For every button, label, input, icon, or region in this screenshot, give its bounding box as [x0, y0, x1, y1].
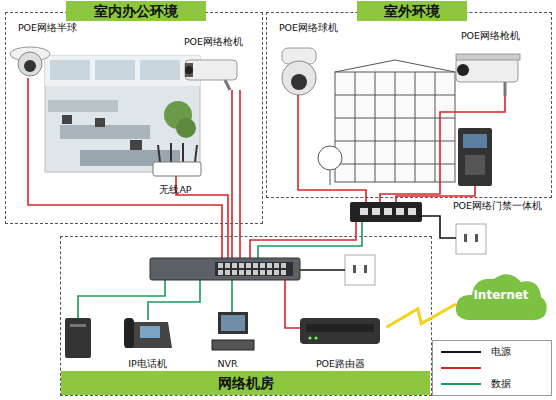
network-switch: [150, 258, 300, 280]
device-node: POE路由器: [295, 305, 387, 370]
bullet-camera: [456, 54, 520, 96]
legend-line: [441, 379, 481, 389]
power-socket: [456, 224, 486, 254]
device-node: NVR: [200, 308, 256, 370]
dome-camera: [10, 47, 50, 76]
legend-text: 数据: [491, 377, 511, 391]
office-photo: [45, 56, 200, 172]
device-node: IP电话机: [112, 312, 184, 370]
pc-tower: [65, 318, 91, 358]
device-label: POE网络球机: [268, 22, 350, 34]
legend-row: 电源: [433, 345, 551, 359]
access-control: [458, 128, 492, 186]
device-node: POE网络球机: [268, 22, 350, 102]
zone-region: 网络机房IP电话机 NVR POE路由器: [60, 236, 432, 396]
zone-header: 室内办公环境: [66, 1, 206, 21]
device-label: 无线AP: [140, 184, 212, 196]
device-node: POE网络枪机: [172, 36, 256, 94]
legend-box: 电源数据: [432, 340, 552, 396]
device-node: 无线AP: [140, 140, 212, 196]
speed-dome: [282, 48, 316, 95]
wireless-ap: [153, 143, 201, 176]
bullet-camera: [185, 60, 237, 90]
device-node: POE网络半球: [6, 22, 90, 82]
zone-region: 室内办公环境POE网络半球POE网络枪机无线AP: [5, 12, 263, 224]
wireless-link: [387, 304, 457, 327]
power-socket: [345, 255, 375, 285]
ip-phone: [124, 318, 172, 348]
device-label: POE网络门禁一体机: [440, 200, 556, 212]
zone-header: 室外环境: [357, 1, 467, 21]
device-label: IP电话机: [112, 358, 184, 370]
poe-switch: [350, 202, 422, 222]
router: [300, 318, 380, 344]
legend-row: 数据: [433, 377, 551, 391]
device-label: POE网络半球: [6, 22, 90, 34]
legend-row: [433, 361, 551, 375]
device-label: NVR: [200, 358, 256, 370]
cloud-label: Internet: [452, 288, 550, 302]
building-sketch: [318, 60, 455, 185]
device-label: POE网络枪机: [446, 30, 536, 42]
internet-cloud: Internet: [452, 268, 550, 326]
device-node: POE网络门禁一体机: [440, 122, 556, 212]
legend-text: 电源: [491, 345, 511, 359]
device-label: POE网络枪机: [172, 36, 256, 48]
zone-region: 室外环境POE网络球机POE网络枪机POE网络门禁一体机: [266, 12, 552, 198]
legend-line: [441, 347, 481, 357]
device-label: POE路由器: [295, 358, 387, 370]
nvr-monitor: [212, 312, 254, 350]
device-node: POE网络枪机: [446, 30, 536, 96]
zone-header: 网络机房: [61, 371, 430, 395]
legend-line: [441, 363, 481, 373]
